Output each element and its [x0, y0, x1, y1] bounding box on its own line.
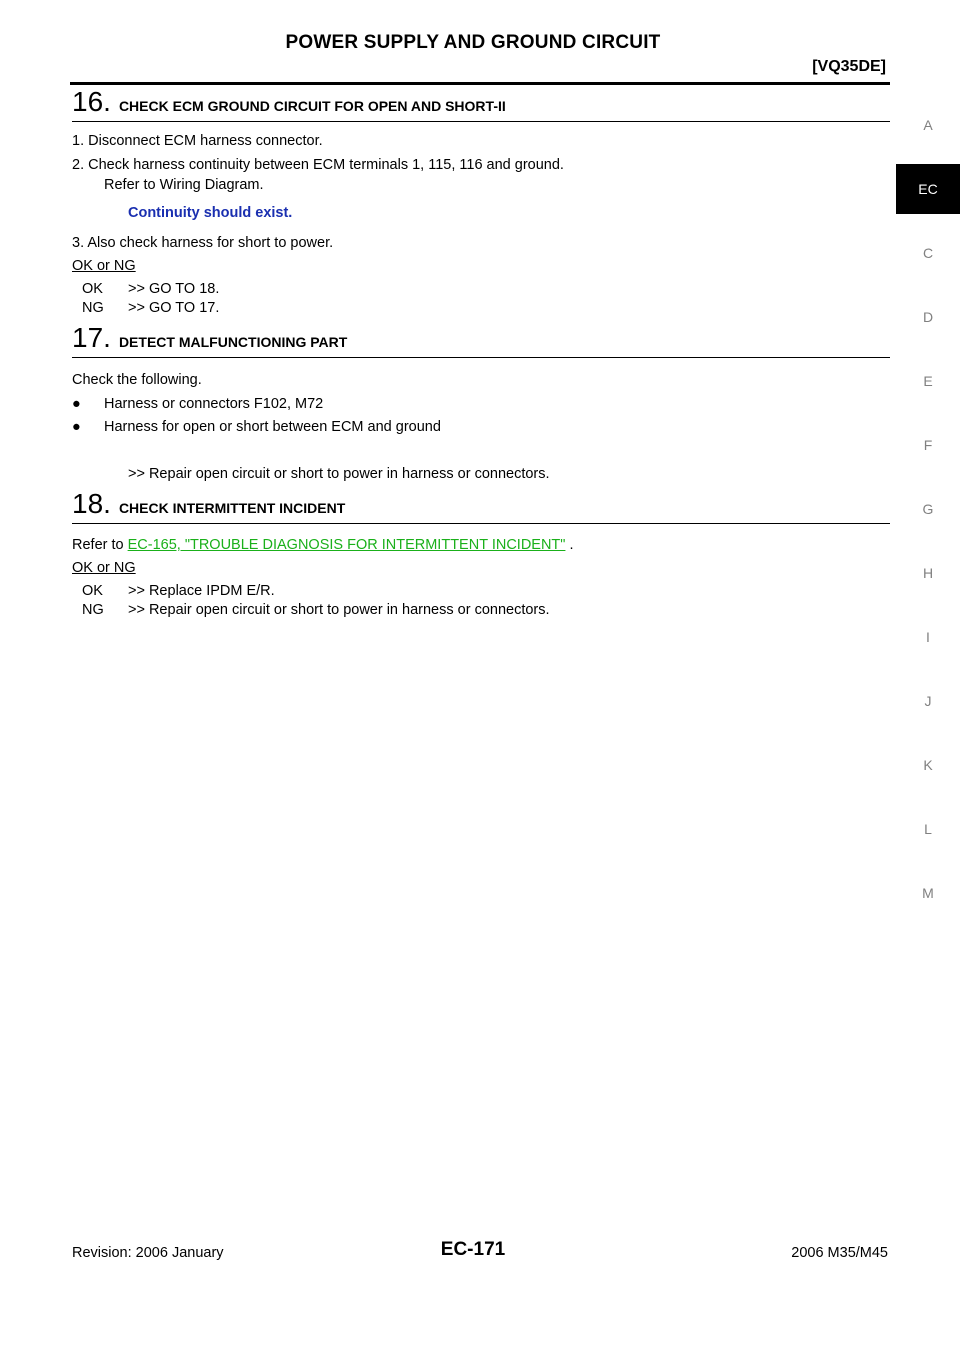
tab-e[interactable]: E — [923, 373, 933, 389]
step-18-title: CHECK INTERMITTENT INCIDENT — [118, 500, 346, 516]
continuity-spec: Continuity should exist. — [128, 205, 293, 221]
step-16-line-2b: Refer to Wiring Diagram. — [104, 177, 264, 193]
result-ng-key: NG — [82, 300, 104, 316]
result-ok-value: >> Replace IPDM E/R. — [128, 583, 275, 599]
step-17-heading: 17. DETECT MALFUNCTIONING PART — [72, 324, 890, 358]
bullet-text: Harness for open or short between ECM an… — [104, 419, 441, 435]
result-ng-value: >> Repair open circuit or short to power… — [128, 602, 550, 618]
tab-c[interactable]: C — [922, 245, 934, 261]
page-title: POWER SUPPLY AND GROUND CIRCUIT — [285, 32, 661, 53]
step-16-line-2: 2. Check harness continuity between ECM … — [72, 157, 564, 173]
tab-l[interactable]: L — [924, 821, 932, 837]
result-ng-key: NG — [82, 602, 104, 618]
step-16-results: OK >> GO TO 18. NG >> GO TO 17. — [72, 280, 672, 318]
tab-m[interactable]: M — [922, 885, 934, 901]
step-18-reference: Refer to EC-165, "TROUBLE DIAGNOSIS FOR … — [72, 535, 574, 555]
tab-g[interactable]: G — [922, 501, 934, 517]
step-16-number: 16 — [72, 86, 104, 117]
step-16-okng: OK or NG — [72, 258, 136, 274]
model-label: 2006 M35/M45 — [791, 1245, 888, 1261]
bullet-text: Harness or connectors F102, M72 — [104, 396, 324, 412]
section-tabs: A EC C D E F G H I J K L M — [896, 100, 960, 932]
reference-link[interactable]: EC-165, "TROUBLE DIAGNOSIS FOR INTERMITT… — [127, 537, 566, 553]
step-16: 16. CHECK ECM GROUND CIRCUIT FOR OPEN AN… — [72, 88, 890, 122]
bullet-icon: ● — [72, 396, 81, 412]
step-16-heading: 16. CHECK ECM GROUND CIRCUIT FOR OPEN AN… — [72, 88, 890, 122]
step-16-line-3: 3. Also check harness for short to power… — [72, 235, 334, 251]
bullet-item: ● Harness or connectors F102, M72 — [72, 394, 323, 414]
bullet-icon: ● — [72, 419, 81, 435]
step-16-line-1: 1. Disconnect ECM harness connector. — [72, 133, 323, 149]
engine-label: [VQ35DE] — [812, 58, 886, 75]
tab-f[interactable]: F — [923, 437, 933, 453]
result-row: NG >> Repair open circuit or short to po… — [72, 601, 772, 620]
tab-a[interactable]: A — [923, 117, 933, 133]
step-17-number: 17 — [72, 322, 104, 353]
reference-prefix: Refer to — [72, 537, 128, 553]
step-17-title: DETECT MALFUNCTIONING PART — [118, 334, 348, 350]
step-18-number: 18 — [72, 488, 104, 519]
result-ok-value: >> GO TO 18. — [128, 281, 220, 297]
tab-h[interactable]: H — [922, 565, 934, 581]
tab-ec[interactable]: EC — [896, 164, 960, 214]
tab-d[interactable]: D — [922, 309, 934, 325]
result-ok-key: OK — [82, 281, 103, 297]
step-17: 17. DETECT MALFUNCTIONING PART — [72, 324, 890, 358]
result-row: OK >> GO TO 18. — [72, 280, 672, 299]
step-18-okng: OK or NG — [72, 560, 136, 576]
header-rule — [70, 82, 890, 85]
step-18: 18. CHECK INTERMITTENT INCIDENT — [72, 490, 890, 524]
revision-label: Revision: 2006 January — [72, 1245, 224, 1261]
step-18-heading: 18. CHECK INTERMITTENT INCIDENT — [72, 490, 890, 524]
step-18-results: OK >> Replace IPDM E/R. NG >> Repair ope… — [72, 582, 772, 620]
reference-suffix: . — [565, 537, 574, 553]
step-17-action: >> Repair open circuit or short to power… — [128, 466, 550, 482]
result-row: OK >> Replace IPDM E/R. — [72, 582, 772, 601]
step-17-intro: Check the following. — [72, 372, 202, 388]
tab-k[interactable]: K — [923, 757, 933, 773]
tab-i[interactable]: I — [926, 629, 930, 645]
page-number: EC-171 — [440, 1239, 506, 1260]
result-ok-key: OK — [82, 583, 103, 599]
tab-j[interactable]: J — [924, 693, 932, 709]
result-ng-value: >> GO TO 17. — [128, 300, 220, 316]
bullet-item: ● Harness for open or short between ECM a… — [72, 417, 441, 437]
result-row: NG >> GO TO 17. — [72, 299, 672, 318]
step-16-title: CHECK ECM GROUND CIRCUIT FOR OPEN AND SH… — [118, 98, 506, 114]
